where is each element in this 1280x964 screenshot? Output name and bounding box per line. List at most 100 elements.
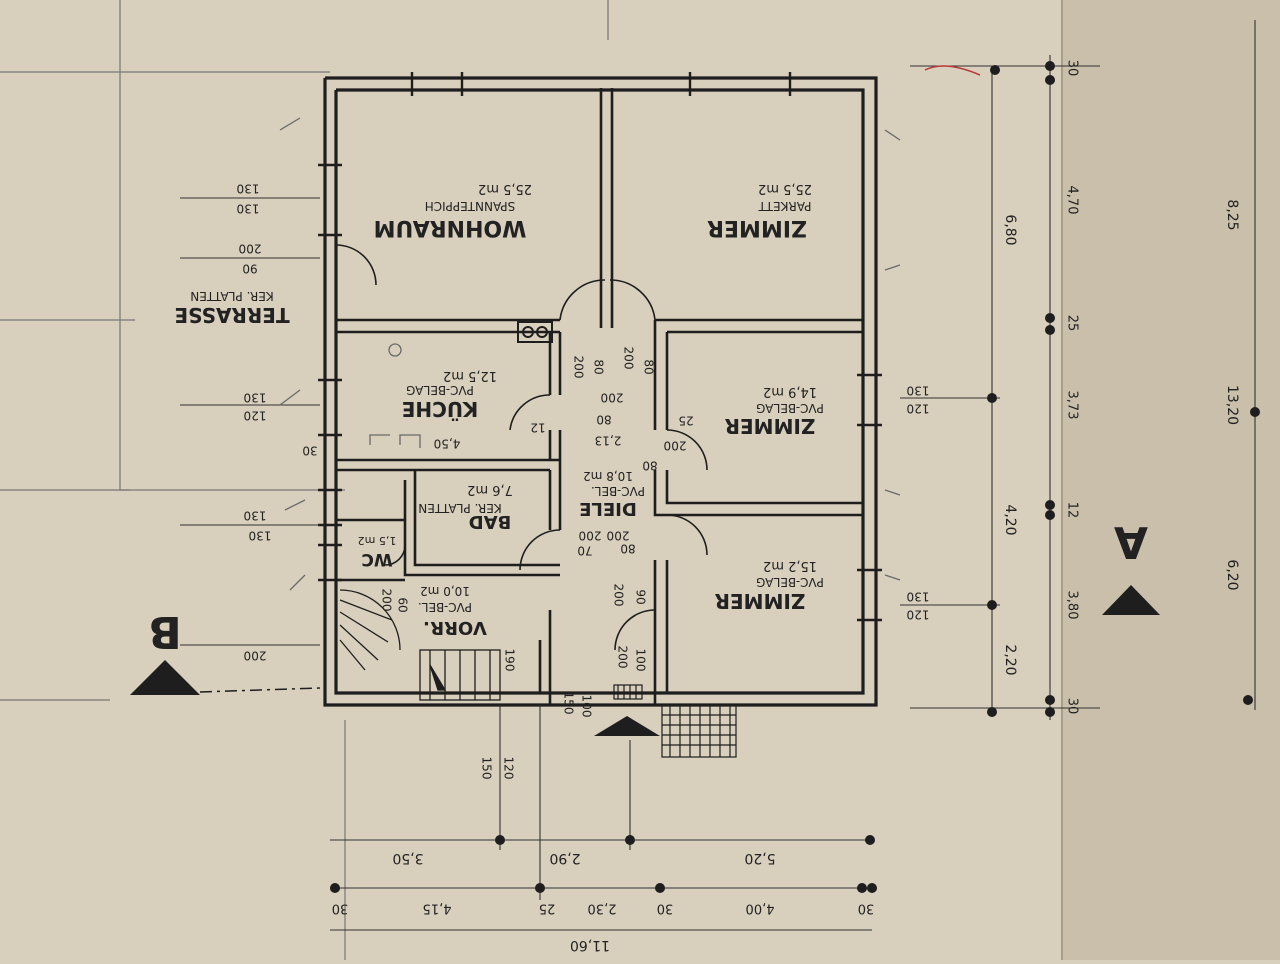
red-pencil-mark — [924, 65, 981, 76]
dim-label-opening: 80 — [592, 359, 606, 374]
dim-label-opening: 200 — [664, 439, 687, 453]
dim-label-opening: 4,50 — [434, 437, 461, 451]
wall-mid-lower-2 — [665, 470, 863, 505]
dim-label-opening: 200 — [601, 391, 624, 405]
interior-walls — [336, 88, 863, 705]
room-area-diele: 10,8 m2 — [583, 469, 633, 483]
dim-dot — [987, 393, 997, 403]
dim-label-opening: 190 — [503, 649, 517, 672]
dim-label-right-inner: 3,80 — [1065, 591, 1080, 620]
room-name-kueche: KÜCHE — [402, 397, 478, 421]
entry-triangle — [594, 716, 660, 736]
dim-label-window-right: 120 — [907, 402, 930, 416]
room-floor-kueche: PVC-BELAG — [406, 383, 474, 397]
door-swings — [335, 244, 708, 651]
area-name-terrasse: TERRASSE — [174, 303, 289, 327]
dim-label-right-mid: 6,80 — [1002, 214, 1018, 245]
dim-label-opening: 2,13 — [595, 434, 622, 448]
room-area-zimmer-bottom: 15,2 m2 — [763, 558, 817, 573]
dim-label-opening: 80 — [642, 459, 657, 473]
section-marker-a: A — [1102, 516, 1160, 615]
chimney-shaft — [517, 321, 553, 343]
dim-label-opening: 200 — [380, 589, 394, 612]
section-a-triangle — [1102, 585, 1160, 615]
pencil-marks — [279, 117, 901, 591]
dim-label-opening: 80 — [642, 359, 656, 374]
dim-label-opening: 90 — [634, 589, 648, 604]
dim-label-right-inner: 3,73 — [1065, 391, 1080, 420]
dim-dot — [1045, 61, 1055, 71]
dimension-labels: 304,70253,73123,80306,804,202,208,2513,2… — [237, 60, 1240, 953]
dim-label-opening: 80 — [596, 413, 611, 427]
room-area-zimmer-top: 25,5 m2 — [758, 181, 812, 196]
room-area-wc: 1,5 m2 — [358, 534, 397, 547]
dim-dot — [867, 883, 877, 893]
dim-dot — [1045, 695, 1055, 705]
door-swing-zimmer-mid — [666, 429, 708, 471]
pencil-circle — [388, 343, 402, 357]
wall-bad-bottom-1 — [413, 470, 560, 567]
dim-label-bottom-2: 30 — [858, 901, 875, 916]
section-b-triangle — [130, 660, 200, 695]
dim-label-opening: 200 — [622, 347, 636, 370]
stair-step-4 — [339, 639, 366, 671]
chimney-flue-2 — [536, 326, 548, 338]
dim-label-window-left: 90 — [242, 262, 257, 276]
dim-label-opening: 150 — [480, 757, 494, 780]
dim-label-window-left: 130 — [244, 509, 267, 523]
pencil-checkmarks — [279, 117, 901, 591]
dim-label-bottom-2: 2,30 — [588, 901, 617, 916]
dim-label-opening: 25 — [678, 414, 693, 428]
dim-label-opening: 100 — [634, 649, 648, 672]
dimension-lines — [180, 20, 1256, 931]
room-area-bad: 7,6 m2 — [467, 482, 513, 497]
dim-dot — [857, 883, 867, 893]
chimney-box — [517, 321, 553, 343]
entrance-grating-box — [661, 704, 737, 758]
dim-label-window-left: 130 — [237, 202, 260, 216]
dim-label-bottom-1: 2,90 — [549, 850, 580, 866]
dim-label-window-left: 200 — [244, 649, 267, 663]
dim-label-opening: 120 — [502, 757, 516, 780]
room-name-diele: DIELE — [579, 498, 637, 519]
room-labels: WOHNRAUM SPANNTEPPICH 25,5 m2 ZIMMER PAR… — [174, 181, 823, 638]
dim-label-opening: 70 — [577, 544, 592, 558]
dim-dot — [987, 600, 997, 610]
dim-label-right-mid: 4,20 — [1002, 504, 1018, 535]
entrance-grating-hatch — [662, 705, 736, 757]
dim-label-bottom-2: 4,15 — [423, 901, 452, 916]
dim-dot — [990, 65, 1000, 75]
dim-dot — [865, 835, 875, 845]
dim-dot — [1045, 313, 1055, 323]
dim-dot — [1045, 500, 1055, 510]
outer-wall-inside — [334, 88, 865, 695]
dim-label-opening: 200 — [612, 584, 626, 607]
dim-label-window-right: 130 — [907, 384, 930, 398]
dim-dot — [987, 707, 997, 717]
room-area-wohnraum: 25,5 m2 — [478, 181, 532, 196]
dim-label-window-left: 130 — [237, 182, 260, 196]
room-area-kueche: 12,5 m2 — [443, 368, 497, 383]
dim-label-right-mid: 2,20 — [1002, 644, 1018, 675]
dim-label-window-right: 120 — [907, 608, 930, 622]
room-area-vorr: 10,0 m2 — [420, 584, 470, 598]
dim-label-opening: 200 — [579, 529, 602, 543]
room-name-zimmer-top: ZIMMER — [707, 215, 807, 240]
dim-label-right-inner: 4,70 — [1065, 186, 1080, 215]
dim-label-window-left: 200 — [239, 242, 262, 256]
room-floor-diele: PVC-BEL. — [591, 484, 645, 498]
dim-label-window-left: 130 — [244, 391, 267, 405]
doormat-hatch — [617, 685, 637, 699]
dim-label-right-outer: 6,20 — [1224, 559, 1240, 590]
dim-label-bottom-2: 25 — [539, 901, 556, 916]
door-swing-kueche — [509, 394, 551, 431]
dim-label-right-outer: 8,25 — [1224, 199, 1240, 230]
dim-label-window-left: 130 — [249, 529, 272, 543]
section-a-label: A — [1114, 516, 1148, 567]
stair-step-3 — [339, 624, 379, 661]
entrance-grating — [613, 684, 737, 758]
dim-dot — [655, 883, 665, 893]
room-floor-zimmer-mid: PVC-BELAG — [756, 401, 824, 415]
